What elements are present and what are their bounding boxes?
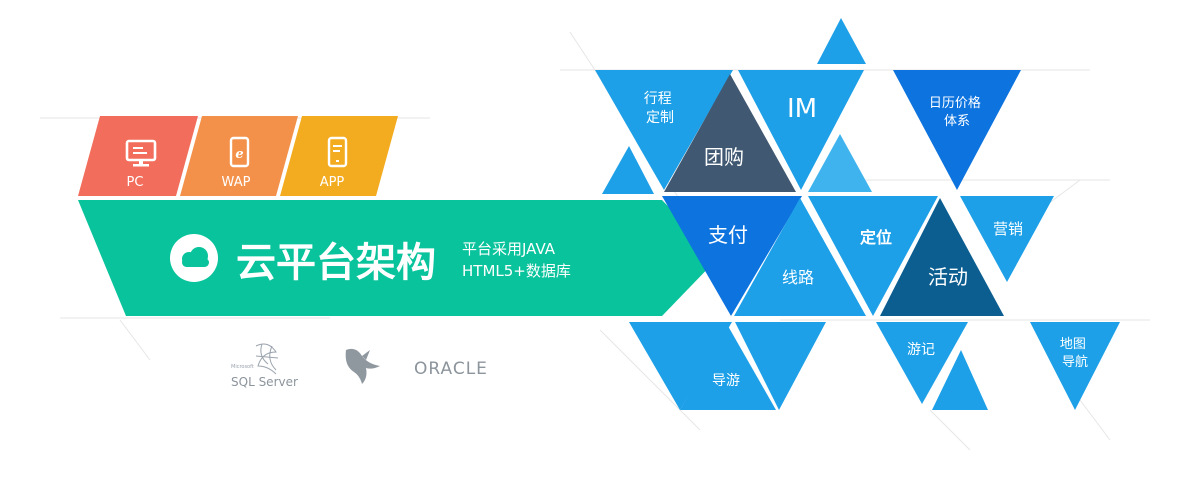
module-price-calendar[interactable]: 日历价格 体系 — [893, 70, 1021, 190]
module-activity[interactable]: 活动 — [880, 198, 1004, 316]
cloud-icon — [170, 234, 218, 282]
module-map-navigation-label: 地图 导航 — [1060, 337, 1090, 370]
module-map-navigation-line1: 地图 — [1060, 337, 1086, 352]
smartphone-icon — [327, 136, 348, 168]
module-payment[interactable]: 支付 — [662, 196, 802, 316]
mobile-browser-icon: e — [229, 136, 250, 168]
module-price-calendar-label: 日历价格 体系 — [929, 95, 985, 129]
decorative-triangle — [629, 322, 732, 410]
module-itinerary[interactable]: 行程 定制 — [595, 70, 733, 190]
module-price-calendar-line1: 日历价格 — [929, 95, 981, 111]
module-location[interactable]: 定位 — [808, 196, 938, 316]
decorative-triangle — [817, 18, 866, 64]
sql-server-logo: Microsoft SQL Server — [231, 343, 298, 389]
module-activity-label: 活动 — [928, 265, 968, 289]
triangle-modules: 行程 定制 IM 日历价格 体系 团购 支付 — [595, 18, 1120, 410]
module-itinerary-line2: 定制 — [646, 110, 674, 126]
sql-server-microsoft-text: Microsoft — [231, 364, 254, 370]
module-price-calendar-line2: 体系 — [944, 114, 970, 129]
module-tour-guide-label: 导游 — [712, 373, 740, 389]
monitor-icon — [125, 139, 157, 167]
cloud-platform-banner: 云平台架构 平台采用JAVA HTML5+数据库 — [78, 200, 718, 316]
module-group-buy-label: 团购 — [704, 145, 744, 169]
module-tour-guide[interactable]: 导游 — [680, 326, 776, 410]
banner-subtitle-line2: HTML5+数据库 — [462, 262, 571, 280]
banner-shape — [78, 200, 718, 316]
platform-tab-app-shape — [280, 116, 398, 196]
module-travel-notes-label: 游记 — [907, 342, 935, 358]
platform-tab-app[interactable]: APP — [280, 116, 398, 196]
module-payment-label: 支付 — [708, 223, 748, 247]
decorative-triangle — [808, 134, 872, 192]
platform-tab-wap-shape — [180, 116, 298, 196]
module-itinerary-label: 行程 定制 — [644, 91, 676, 126]
module-map-navigation-line2: 导航 — [1062, 354, 1088, 370]
dolphin-icon — [345, 348, 380, 384]
module-itinerary-line1: 行程 — [644, 91, 672, 107]
module-marketing-label: 营销 — [993, 220, 1023, 238]
module-group-buy[interactable]: 团购 — [664, 74, 796, 192]
module-location-label: 定位 — [859, 228, 892, 247]
sql-server-text: SQL Server — [231, 375, 298, 389]
banner-subtitle-line1: 平台采用JAVA — [462, 240, 556, 258]
module-route-label: 线路 — [782, 268, 814, 287]
svg-text:e: e — [235, 147, 243, 162]
decorative-triangle — [735, 322, 826, 410]
platform-tab-app-label: APP — [320, 175, 345, 190]
sql-server-icon — [255, 343, 279, 375]
banner-title: 云平台架构 — [236, 240, 436, 286]
platform-tab-pc-shape — [78, 116, 198, 196]
module-travel-notes[interactable]: 游记 — [876, 322, 968, 404]
platform-tab-pc[interactable]: PC — [78, 116, 198, 196]
platform-tab-pc-label: PC — [127, 175, 144, 190]
module-im-label: IM — [787, 94, 817, 124]
module-map-navigation[interactable]: 地图 导航 — [1030, 322, 1120, 410]
module-route[interactable]: 线路 — [734, 198, 866, 316]
module-marketing[interactable]: 营销 — [960, 196, 1054, 282]
decorative-triangle — [602, 146, 654, 194]
decorative-triangle — [932, 350, 988, 410]
platform-tab-wap-label: WAP — [222, 175, 251, 190]
platform-tab-wap[interactable]: e WAP — [180, 116, 298, 196]
oracle-logo: ORACLE — [414, 359, 488, 379]
module-im[interactable]: IM — [738, 70, 864, 190]
